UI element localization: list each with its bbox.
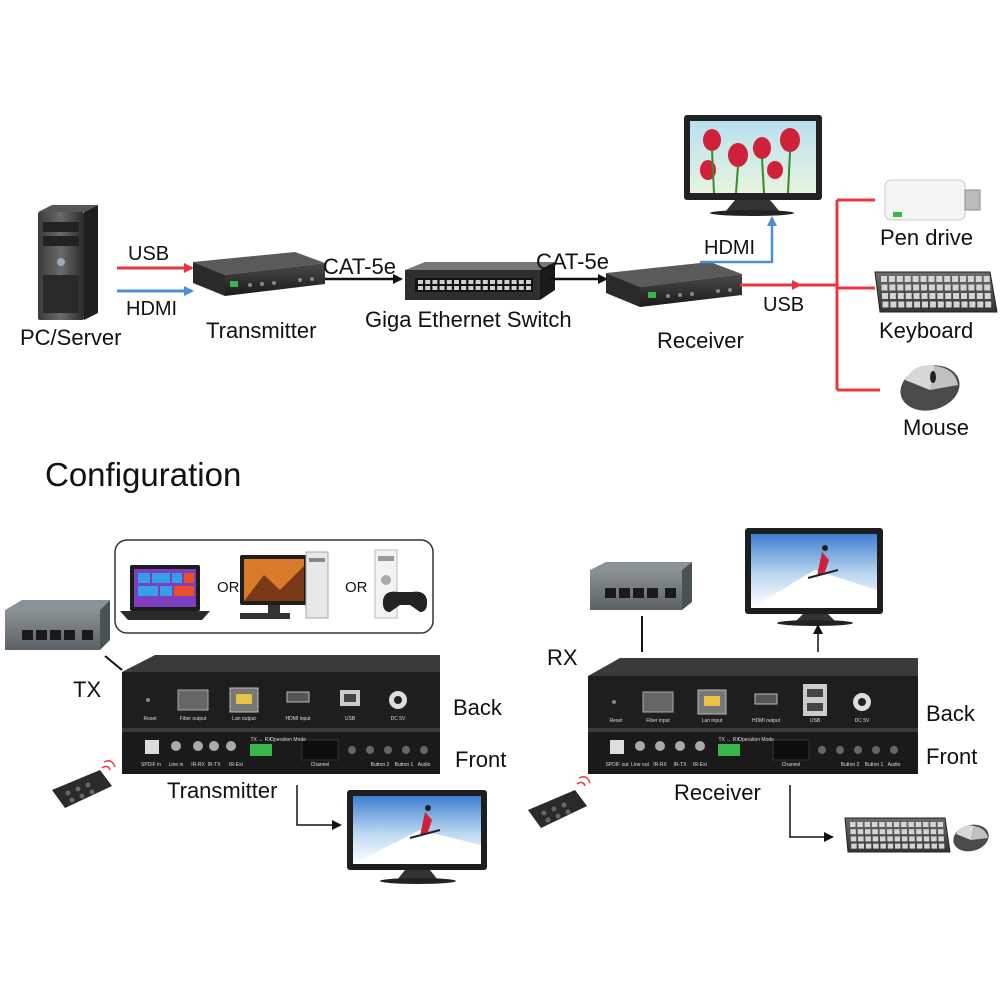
or-separator-2: OR: [345, 579, 368, 596]
usb-branch-bracket: [800, 198, 880, 392]
port-label: Button 1: [395, 762, 414, 768]
port-label: IR-TX: [673, 762, 687, 768]
hdmi-link-right: [700, 216, 777, 264]
cat5e-label-left: CAT-5e: [323, 254, 396, 279]
port-label: Channel: [311, 762, 330, 768]
port-label: IR-RX: [653, 762, 667, 768]
mouse-icon: [900, 365, 960, 411]
port-label: Button 1: [865, 762, 884, 768]
tx-hdmi-link: [296, 785, 342, 830]
tx-back-label: Back: [453, 695, 502, 720]
receiver-label: Receiver: [657, 328, 744, 353]
remote-control-icon: [528, 776, 591, 828]
port-label: USB: [810, 718, 821, 724]
tx-back-port-labels: Reset Fiber output Lan output HDMI input USB…: [143, 716, 406, 722]
port-label: SPDIF in: [141, 762, 161, 768]
port-label: IR-Ext: [693, 762, 708, 768]
keyboard-label: Keyboard: [879, 318, 974, 343]
port-label: Channel: [782, 762, 801, 768]
port-label: Button 2: [371, 762, 390, 768]
keyboard-keys: [850, 822, 945, 849]
hdmi-label-right: HDMI: [704, 237, 756, 259]
port-label: Line in: [169, 762, 184, 768]
port-label: Lan output: [232, 716, 256, 722]
port-label: DC 5V: [855, 718, 870, 724]
tx-front-panel: [122, 732, 440, 774]
port-label: DC 5V: [391, 716, 406, 722]
monitor-icon: [684, 115, 822, 216]
hdmi-label-left: HDMI: [126, 298, 178, 320]
mouse-icon: [953, 824, 989, 852]
port-label: IR-Ext: [229, 762, 244, 768]
remote-control-icon: [52, 760, 116, 808]
port-label: Reset: [143, 716, 157, 722]
tx-front-label: Front: [455, 747, 507, 772]
rx-front-panel: [588, 732, 918, 774]
port-label: TX ↔ RX: [718, 737, 740, 743]
port-label: TX ↔ RX: [250, 737, 272, 743]
or-separator-1: OR: [217, 579, 240, 596]
pc-tower-icon: [38, 205, 98, 320]
rx-front-label: Front: [926, 744, 978, 769]
port-label: Audio: [888, 762, 901, 768]
rx-usb-link: [789, 785, 834, 842]
rx-name-label: Receiver: [674, 780, 761, 805]
port-label: Audio: [418, 762, 431, 768]
source-devices-frame: [114, 539, 434, 634]
port-label: Button 2: [841, 762, 860, 768]
port-label: HDMI input: [285, 716, 311, 722]
rx-tag-label: RX: [547, 645, 578, 670]
usb-drive-icon: [884, 179, 981, 221]
network-switch-icon: [5, 600, 110, 650]
tx-back-panel: [122, 655, 440, 732]
port-label: IR-RX: [191, 762, 205, 768]
switch-ports: [418, 280, 531, 290]
monitor-icon: [745, 528, 883, 626]
port-label: SPDIF out: [605, 762, 629, 768]
game-console-icon: [374, 549, 428, 619]
rx-back-label: Back: [926, 701, 975, 726]
transmitter-label: Transmitter: [206, 318, 317, 343]
port-label: USB: [345, 716, 356, 722]
port-label: Reset: [609, 718, 623, 724]
transmitter-box-icon: [193, 252, 325, 296]
mouse-label: Mouse: [903, 415, 970, 440]
switch-label: Giga Ethernet Switch: [365, 307, 572, 332]
port-label: Line out: [631, 762, 649, 768]
keyboard-keys: [881, 276, 992, 308]
port-label: HDMI output: [752, 718, 781, 724]
tx-name-label: Transmitter: [167, 778, 278, 803]
port-label: Lan input: [702, 718, 723, 724]
usb-label-left: USB: [128, 243, 170, 265]
tx-switch-link: [104, 655, 123, 671]
monitor-icon: [347, 790, 487, 884]
desktop-pc-icon: [240, 551, 329, 619]
port-label: Operation Mode: [738, 737, 774, 743]
tx-tag-label: TX: [73, 677, 102, 702]
pc-server-label: PC/Server: [20, 325, 122, 350]
port-label: Fiber output: [180, 716, 207, 722]
laptop-icon: [120, 565, 210, 620]
rx-back-port-labels: Reset Fiber input Lan input HDMI output USB D…: [609, 718, 870, 724]
port-label: IR-TX: [207, 762, 221, 768]
cat5e-label-right: CAT-5e: [536, 249, 609, 274]
port-label: Operation Mode: [270, 737, 306, 743]
receiver-box-icon: [606, 262, 742, 307]
port-label: Fiber input: [646, 718, 670, 724]
pen-drive-label: Pen drive: [880, 225, 973, 250]
configuration-heading: Configuration: [45, 456, 242, 493]
network-switch-icon: [590, 562, 692, 610]
rx-back-panel: [588, 658, 918, 732]
usb-label-right: USB: [763, 294, 805, 316]
